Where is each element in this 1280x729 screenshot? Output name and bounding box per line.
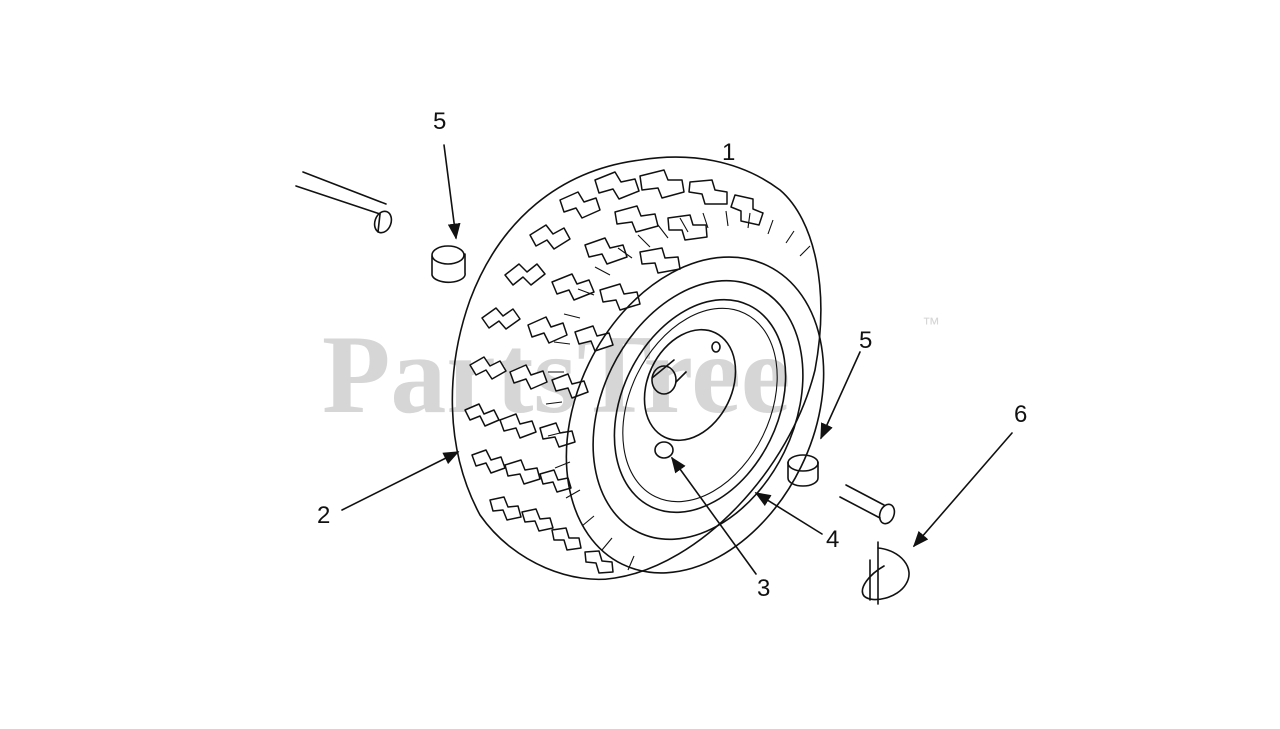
- rim-hole-top: [711, 341, 721, 353]
- left-axle-shaft: [295, 171, 393, 234]
- callout-6: 6: [1014, 401, 1027, 428]
- leader-lines: [341, 144, 1013, 575]
- wheel-rim: [592, 279, 804, 541]
- right-axle-shaft: [839, 484, 896, 525]
- tread-lugs: [464, 169, 764, 574]
- tire: [451, 156, 825, 581]
- callouts: 1 2 3 4 5 5 6: [317, 108, 1027, 602]
- left-bushing: [431, 245, 466, 284]
- watermark: PartsTree ™: [322, 313, 940, 437]
- callout-5-right: 5: [859, 327, 872, 354]
- callout-1: 1: [722, 139, 735, 166]
- watermark-trademark: ™: [922, 314, 940, 334]
- callout-4: 4: [826, 526, 839, 553]
- callout-5-left: 5: [433, 108, 446, 135]
- sidewall-ribs: [545, 210, 811, 571]
- callout-2: 2: [317, 502, 330, 529]
- hairpin-clip: [861, 541, 910, 605]
- right-bushing: [787, 454, 819, 487]
- callout-3: 3: [757, 575, 770, 602]
- rim-hole-bottom: [654, 441, 674, 459]
